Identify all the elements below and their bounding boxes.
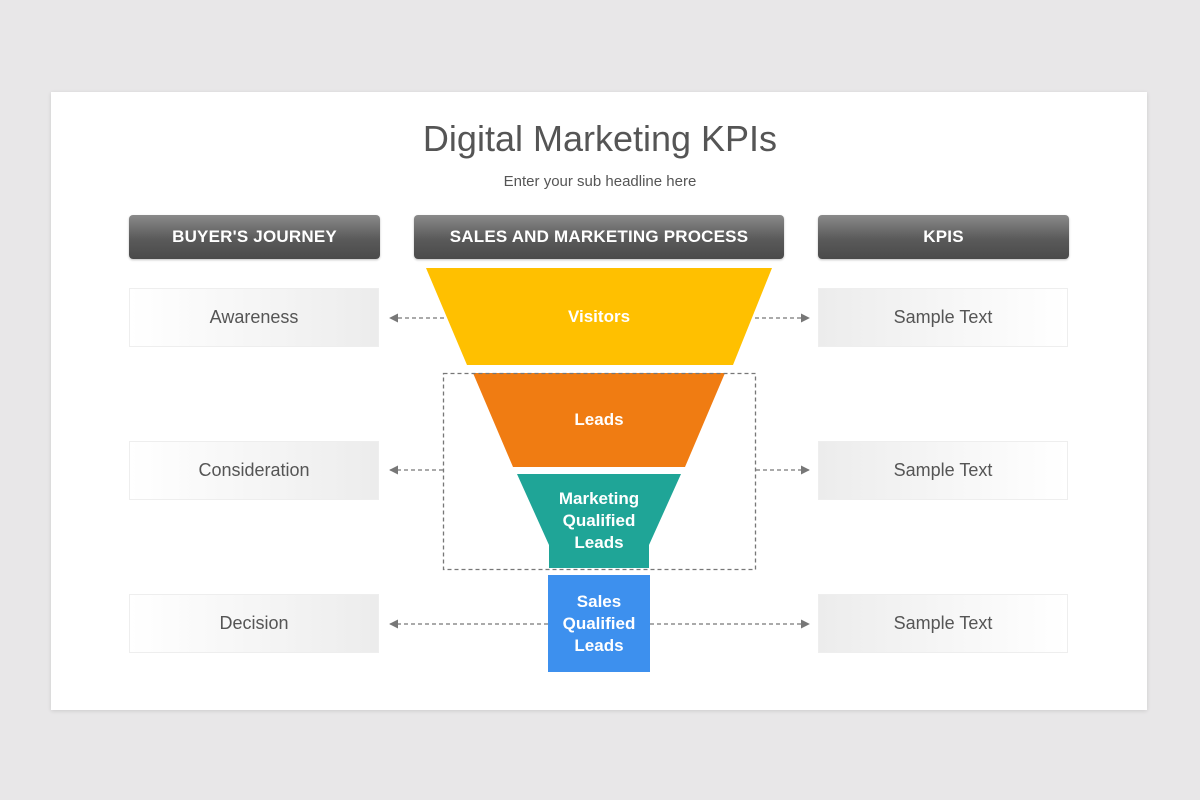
kpi-box-3: Sample Text xyxy=(818,594,1068,653)
journey-box-decision: Decision xyxy=(129,594,379,653)
header-sales-marketing-process: SALES AND MARKETING PROCESS xyxy=(414,215,784,259)
kpi-box-1: Sample Text xyxy=(818,288,1068,347)
header-buyers-journey: BUYER'S JOURNEY xyxy=(129,215,380,259)
funnel-label-sales-qualified-leads: Sales Qualified Leads xyxy=(562,592,636,655)
funnel-label-leads: Leads xyxy=(574,410,624,429)
journey-box-awareness: Awareness xyxy=(129,288,379,347)
funnel-label-marketing-qualified-leads: Marketing Qualified Leads xyxy=(558,489,640,552)
page-title: Digital Marketing KPIs xyxy=(422,118,778,159)
kpi-box-2: Sample Text xyxy=(818,441,1068,500)
page-subtitle: Enter your sub headline here xyxy=(503,173,697,190)
funnel-label-visitors: Visitors xyxy=(567,307,631,326)
journey-box-consideration: Consideration xyxy=(129,441,379,500)
header-kpis: KPIS xyxy=(818,215,1069,259)
